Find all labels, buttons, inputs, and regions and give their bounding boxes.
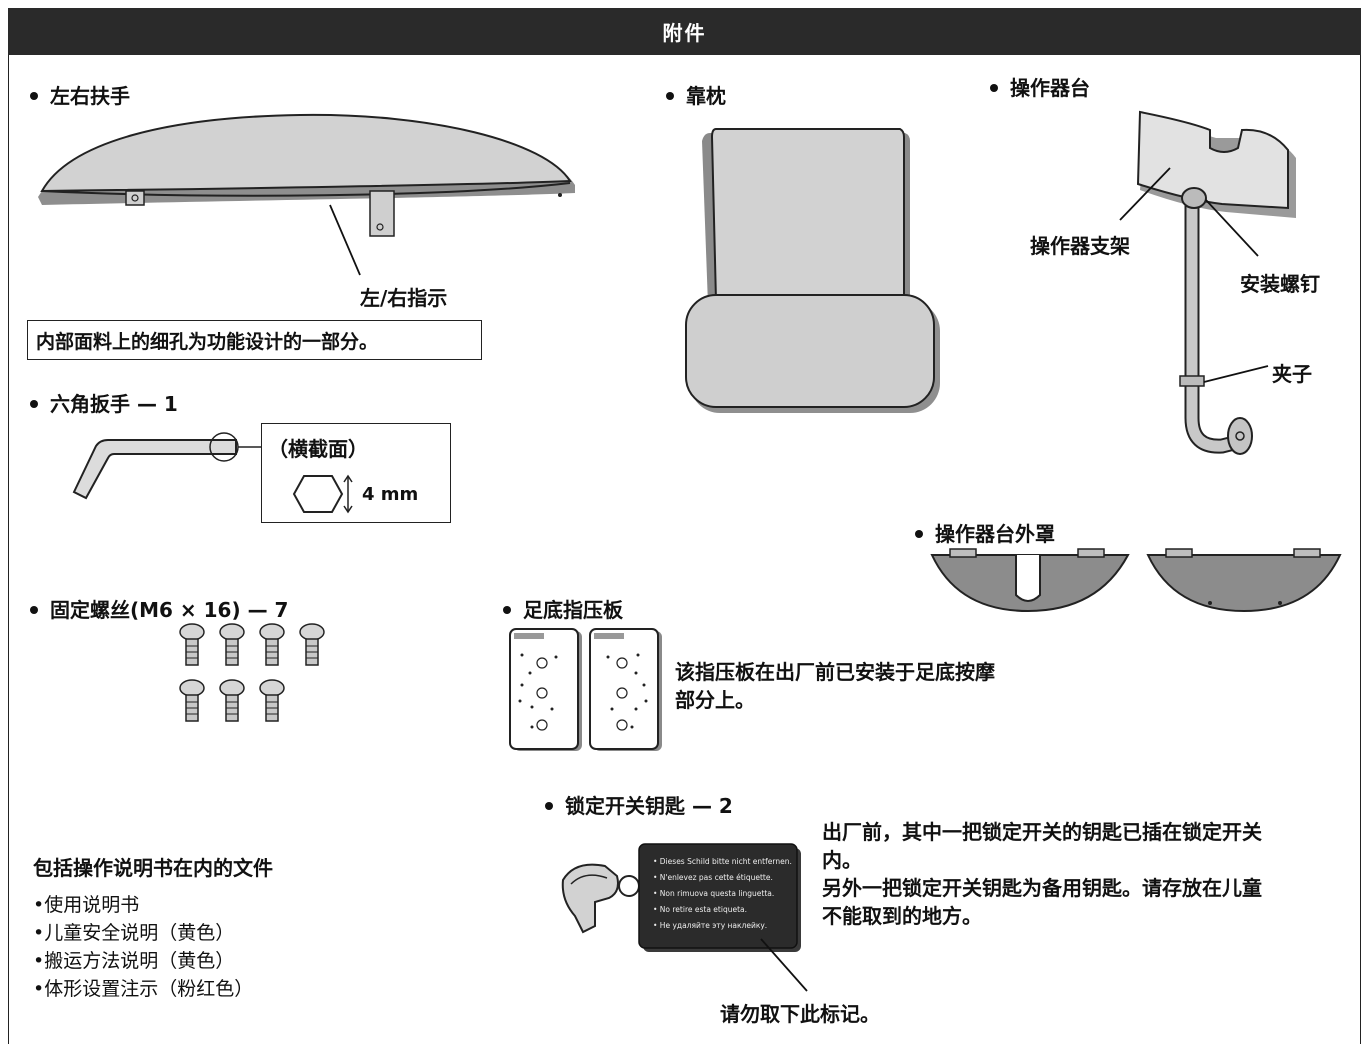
- armrest-note: 内部面料上的细孔为功能设计的一部分。: [27, 320, 482, 360]
- screw-callout: 安装螺钉: [1240, 272, 1320, 296]
- armrest-illustration: [38, 113, 575, 276]
- documents-item: •儿童安全说明（黄色）: [33, 922, 235, 944]
- controller-stand-illustration: [1119, 110, 1296, 455]
- lock-key-illustration: [561, 843, 801, 952]
- stand-cover-illustration: [930, 548, 1342, 613]
- documents-section: 包括操作说明书在内的文件 •使用说明书 •儿童安全说明（黄色） •搬运方法说明（…: [33, 852, 273, 1003]
- pillow-label: 靠枕: [666, 80, 726, 109]
- tag-callout-line: [760, 938, 808, 992]
- screw-illustration: [179, 623, 325, 722]
- fixing-screws-label: 固定螺丝(M6 × 16) — 7: [30, 594, 288, 623]
- hexagon-icon: [292, 474, 353, 514]
- documents-heading: 包括操作说明书在内的文件: [33, 856, 273, 880]
- wrench-size: 4 mm: [362, 484, 419, 505]
- armrest-indicator-callout: 左/右指示: [360, 286, 448, 310]
- page-frame: [8, 8, 1361, 1044]
- armrest-label: 左右扶手: [30, 80, 130, 109]
- controller-stand-label: 操作器台: [990, 72, 1090, 101]
- cross-section-box: [261, 423, 451, 523]
- foot-plate-label: 足底指压板: [503, 594, 623, 623]
- foot-plate-description: 该指压板在出厂前已安装于足底按摩 部分上。: [675, 660, 995, 712]
- lock-key-label: 锁定开关钥匙 — 2: [545, 790, 733, 819]
- documents-item: •使用说明书: [33, 894, 140, 916]
- documents-item: •搬运方法说明（黄色）: [33, 950, 235, 972]
- hex-wrench-illustration: [72, 432, 262, 500]
- cross-section-title: （横截面）: [268, 437, 368, 461]
- lock-key-description: 出厂前，其中一把锁定开关的钥匙已插在锁定开关 内。 另外一把锁定开关钥匙为备用钥…: [822, 820, 1262, 928]
- bracket-callout: 操作器支架: [1030, 234, 1130, 258]
- page-header: 附件: [8, 8, 1361, 55]
- clip-callout: 夹子: [1272, 362, 1312, 386]
- stand-cover-label: 操作器台外罩: [915, 518, 1055, 547]
- hex-wrench-label: 六角扳手 — 1: [30, 388, 178, 417]
- tag-callout: 请勿取下此标记。: [720, 1002, 880, 1026]
- foot-plate-illustration: [509, 628, 662, 751]
- lock-key-tag-text: • Dieses Schild bitte nicht entfernen. •…: [653, 857, 792, 930]
- documents-item: •体形设置注示（粉红色）: [33, 978, 254, 1000]
- pillow-illustration: [685, 128, 940, 413]
